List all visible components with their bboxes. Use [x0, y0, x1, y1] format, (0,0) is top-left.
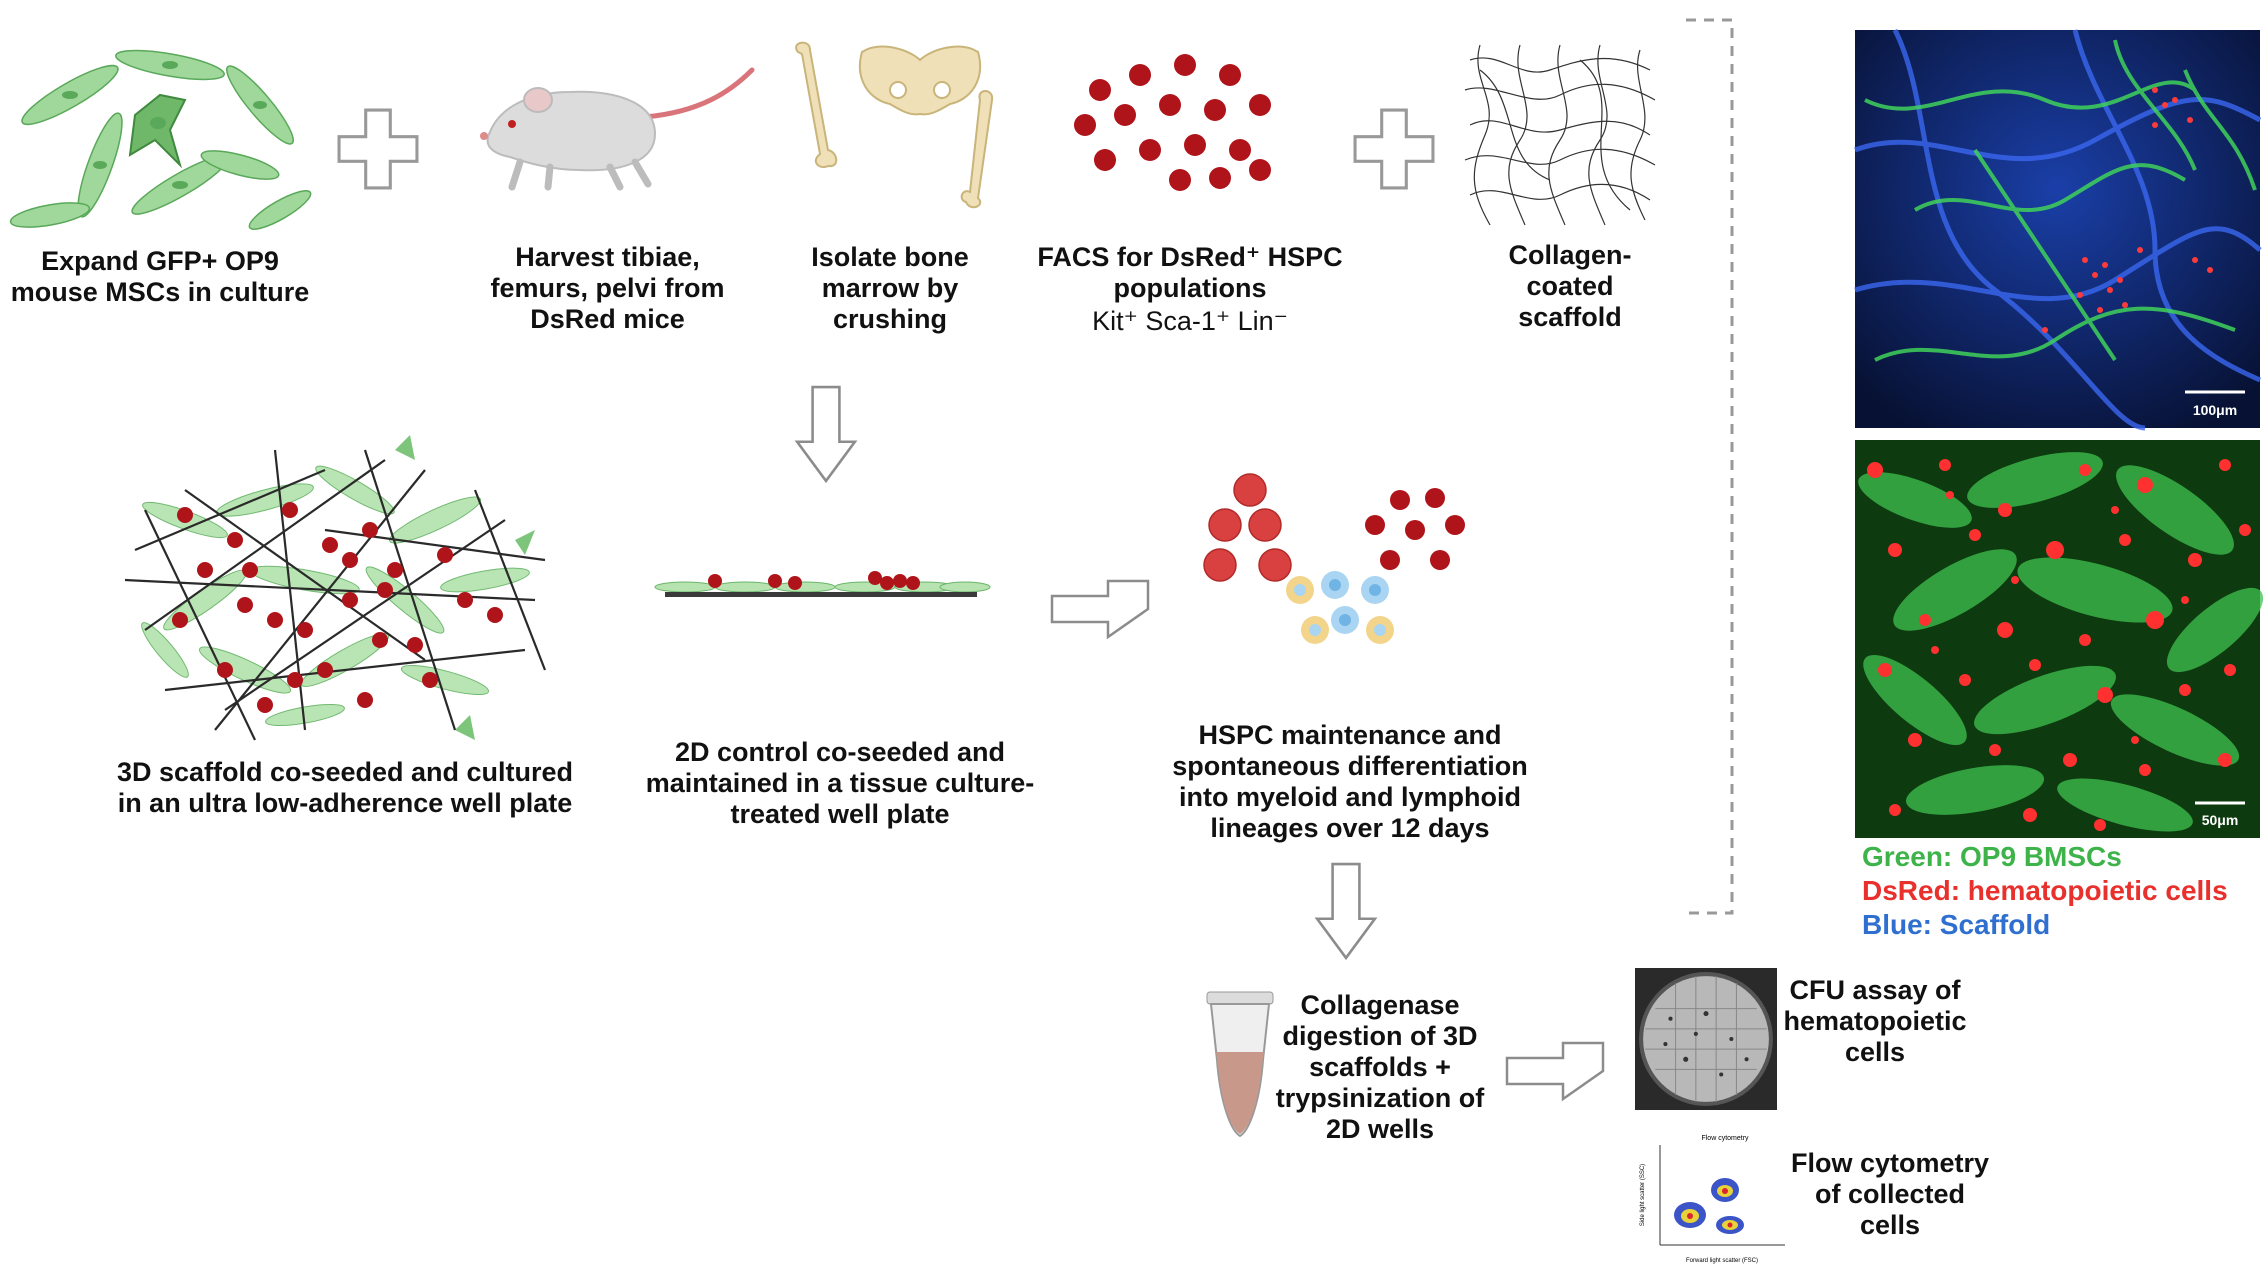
- bracket-divider: [1686, 18, 1734, 915]
- flow-plot-title: Flow cytometry: [1701, 1135, 1749, 1142]
- down-arrow-icon: [794, 385, 858, 484]
- right-arrow-icon: [1505, 1041, 1605, 1102]
- facs-label: FACS for DsRed⁺ HSPC populations: [1037, 242, 1343, 303]
- 2d-control-culture-icon: [654, 571, 991, 597]
- hspc-cells-icon: [1074, 54, 1271, 191]
- plus-icon: [337, 108, 419, 190]
- bones-icon: [795, 41, 994, 209]
- collagen-scaffold-icon: [1464, 44, 1656, 226]
- 2d-control-label: 2D control co-seeded and maintained in a…: [645, 737, 1035, 829]
- 3d-scaffold-culture-icon: [124, 435, 547, 741]
- top-scale-bar-label: 100μm: [2193, 402, 2237, 418]
- right-arrow-icon: [1050, 579, 1150, 640]
- flow-label: Flow cytometry of collected cells: [1790, 1148, 1990, 1240]
- digestion-label: Collagenase digestion of 3D scaffolds + …: [1275, 990, 1485, 1144]
- flow-plot-xlabel: Forward light scatter (FSC): [1686, 1258, 1758, 1264]
- facs-markers-label: Kit⁺ Sca-1⁺ Lin⁻: [1092, 306, 1288, 336]
- micrograph-coculture-image: 50μm: [1855, 440, 2264, 838]
- isolate-label: Isolate bone marrow by crushing: [811, 242, 969, 334]
- scaffold-label: Collagen- coated scaffold: [1508, 240, 1632, 332]
- micrograph-scaffold-image: 100μm: [1854, 28, 2262, 431]
- plus-icon: [1353, 108, 1435, 190]
- legend-blue: Blue: Scaffold: [1862, 909, 2051, 940]
- differentiated-cells-icon: [1203, 473, 1465, 644]
- cfu-dish-icon: [1635, 968, 1777, 1110]
- msc-cells-icon: [9, 49, 312, 230]
- microcentrifuge-tube-icon: [1206, 991, 1274, 1138]
- flow-plot-ylabel: Side light scatter (SSC): [1640, 1164, 1646, 1226]
- mouse-icon: [480, 67, 755, 191]
- bottom-scale-bar-label: 50μm: [2202, 812, 2239, 828]
- harvest-label: Harvest tibiae, femurs, pelvi from DsRed…: [490, 242, 725, 334]
- cfu-label: CFU assay of hematopoietic cells: [1783, 975, 1967, 1067]
- 3d-scaffold-label: 3D scaffold co-seeded and cultured in an…: [116, 757, 574, 818]
- expand-msc-label: Expand GFP+ OP9 mouse MSCs in culture: [10, 246, 310, 307]
- down-arrow-icon: [1314, 862, 1378, 961]
- maintenance-label: HSPC maintenance and spontaneous differe…: [1172, 720, 1528, 843]
- flow-cytometry-plot: Flow cytometry Forward light scatter (FS…: [1640, 1135, 1785, 1264]
- legend-green: Green: OP9 BMSCs: [1862, 841, 2122, 872]
- legend-red: DsRed: hematopoietic cells: [1862, 875, 2228, 906]
